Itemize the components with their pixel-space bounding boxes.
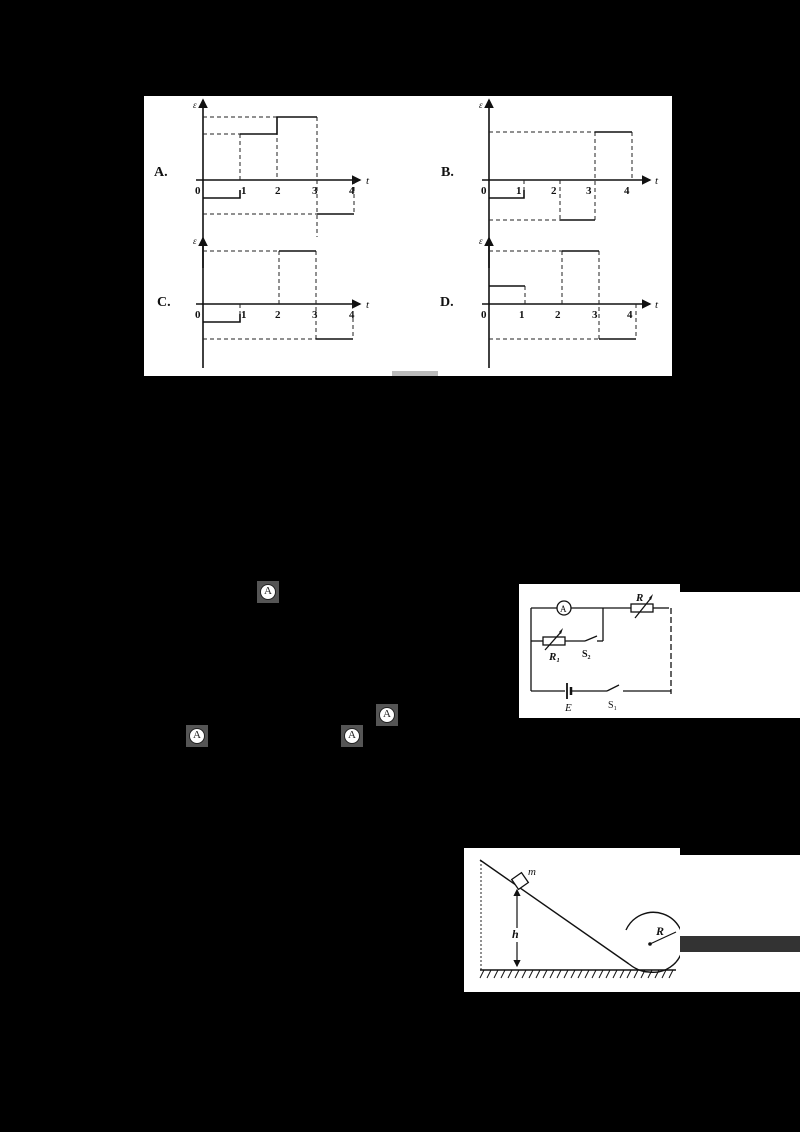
svg-text:0: 0 <box>195 185 201 197</box>
radius-label: R <box>655 924 664 938</box>
figure-caption <box>392 371 438 376</box>
svg-text:0: 0 <box>195 309 201 321</box>
graph-option-d: D. ε t 0 1 2 3 4 <box>440 236 659 368</box>
svg-text:0: 0 <box>481 309 487 321</box>
svg-text:1: 1 <box>241 185 247 197</box>
svg-text:4: 4 <box>624 185 630 197</box>
ammeter-symbol-inline-1: A <box>257 581 279 603</box>
svg-text:ε: ε <box>193 100 197 110</box>
circuit-diagram-panel: A R R₁ S₂ E S₁ <box>519 584 680 718</box>
svg-text:2: 2 <box>555 309 561 321</box>
incline-diagram-panel: R m h <box>464 848 685 992</box>
option-label-a: A. <box>154 165 168 180</box>
ammeter-symbol-inline-4: A <box>341 725 363 747</box>
svg-text:2: 2 <box>275 309 281 321</box>
svg-text:t: t <box>366 299 370 311</box>
svg-text:ε: ε <box>479 100 483 110</box>
svg-text:1: 1 <box>241 309 247 321</box>
option-label-d: D. <box>440 295 454 310</box>
svg-text:2: 2 <box>275 185 281 197</box>
svg-text:ε: ε <box>193 236 197 246</box>
switch-s2-label: S₂ <box>582 649 591 660</box>
svg-text:4: 4 <box>627 309 633 321</box>
ammeter-label: A <box>560 604 567 614</box>
svg-text:1: 1 <box>516 185 522 197</box>
incline-loop-diagram: R m h <box>479 859 685 979</box>
svg-text:2: 2 <box>551 185 557 197</box>
circuit-panel-extension <box>680 592 800 718</box>
svg-text:4: 4 <box>349 309 355 321</box>
rheostat-r-label: R <box>635 592 643 604</box>
graph-option-b: B. ε t 0 1 2 3 4 <box>441 98 659 268</box>
battery-e-label: E <box>564 702 572 714</box>
redacted-text-bar <box>680 936 800 952</box>
ammeter-symbol-inline-2: A <box>376 704 398 726</box>
svg-text:0: 0 <box>481 185 487 197</box>
svg-text:t: t <box>366 175 370 187</box>
svg-text:3: 3 <box>586 185 592 197</box>
rheostat-r1-label: R₁ <box>548 651 560 663</box>
graph-option-c: C. ε t 0 1 2 3 4 <box>157 236 370 368</box>
circuit-diagram: A R R₁ S₂ E S₁ <box>530 592 672 714</box>
ammeter-symbol-inline-3: A <box>186 725 208 747</box>
svg-text:3: 3 <box>592 309 598 321</box>
svg-text:4: 4 <box>349 185 355 197</box>
svg-text:t: t <box>655 175 659 187</box>
svg-text:1: 1 <box>519 309 525 321</box>
svg-text:3: 3 <box>312 185 318 197</box>
height-label: h <box>512 927 519 941</box>
incline-panel-extension <box>680 855 800 992</box>
svg-text:3: 3 <box>312 309 318 321</box>
option-label-b: B. <box>441 165 454 180</box>
emf-graph-options-panel: A. ε t 0 1 2 3 4 <box>144 96 672 376</box>
emf-graphs-figure: A. ε t 0 1 2 3 4 <box>154 98 659 368</box>
graph-option-a: A. ε t 0 1 2 3 4 <box>154 98 370 268</box>
option-label-c: C. <box>157 295 171 310</box>
svg-text:ε: ε <box>479 236 483 246</box>
svg-text:t: t <box>655 299 659 311</box>
mass-label: m <box>528 866 536 878</box>
switch-s1-label: S₁ <box>608 700 617 711</box>
